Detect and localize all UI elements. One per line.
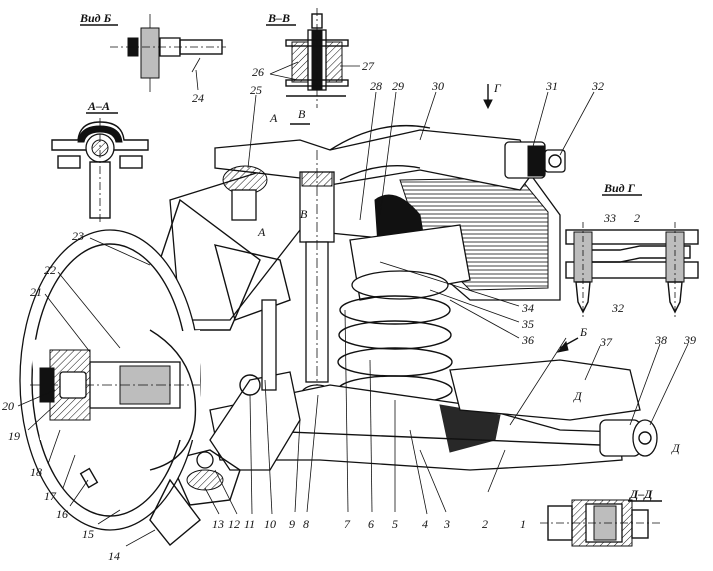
callout-18: 18 <box>30 465 42 479</box>
callout-4: 4 <box>422 517 428 531</box>
callout-37: 37 <box>599 335 613 349</box>
section-dd-detail: Д–Д <box>540 487 662 547</box>
marker-d-arrow: Д <box>671 441 681 455</box>
view-g-detail: Вид Г <box>565 181 699 318</box>
callout-19: 19 <box>8 429 20 443</box>
callout-34: 34 <box>521 301 534 315</box>
callout-17: 17 <box>44 489 57 503</box>
section-aa-title: А–А <box>87 99 110 113</box>
marker-d-small: Д <box>573 389 583 403</box>
callout-30: 30 <box>431 79 444 93</box>
section-dd-title: Д–Д <box>629 487 653 501</box>
callout-leaders <box>17 61 689 547</box>
section-markers: А В В А Г Б Д Д <box>257 81 681 455</box>
callout-27: 27 <box>362 59 375 73</box>
callout-22: 22 <box>44 263 56 277</box>
callout-11: 11 <box>244 517 255 531</box>
marker-a-top: А <box>269 111 278 125</box>
section-aa-detail: А–А <box>51 99 149 222</box>
marker-g-arrow: Г <box>493 81 502 95</box>
callout-39: 39 <box>683 333 696 347</box>
callout-25: 25 <box>250 83 262 97</box>
marker-v-mid: В <box>300 207 308 221</box>
callout-8: 8 <box>303 517 309 531</box>
callout-38: 38 <box>654 333 667 347</box>
callout-32: 32 <box>591 79 604 93</box>
callout-23: 23 <box>72 229 84 243</box>
marker-b-arrow: Б <box>579 325 587 339</box>
callout-26: 26 <box>252 65 264 79</box>
view-b-detail: Вид Б <box>79 11 226 92</box>
callout-2-view-g: 2 <box>634 211 640 225</box>
brake-disc-hub <box>19 229 201 546</box>
callout-3: 3 <box>443 517 450 531</box>
callout-2: 2 <box>482 517 488 531</box>
callout-15: 15 <box>82 527 94 541</box>
callout-32-view-g: 32 <box>611 301 624 315</box>
marker-a-mid: А <box>257 225 266 239</box>
callout-1: 1 <box>520 517 526 531</box>
callout-24: 24 <box>192 91 204 105</box>
callout-16: 16 <box>56 507 68 521</box>
section-vv-detail: В–В <box>266 8 349 108</box>
section-vv-title: В–В <box>267 11 290 25</box>
callout-10: 10 <box>264 517 276 531</box>
callout-12: 12 <box>228 517 240 531</box>
callout-33: 33 <box>603 211 616 225</box>
callout-7: 7 <box>344 517 351 531</box>
callout-13: 13 <box>212 517 224 531</box>
view-b-title: Вид Б <box>79 11 112 25</box>
main-assembly <box>19 124 658 546</box>
callout-20: 20 <box>2 399 14 413</box>
callout-29: 29 <box>392 79 404 93</box>
callout-28: 28 <box>370 79 382 93</box>
callout-6: 6 <box>368 517 374 531</box>
callout-5: 5 <box>392 517 398 531</box>
callout-21: 21 <box>30 285 42 299</box>
callout-14: 14 <box>108 549 120 563</box>
callout-31: 31 <box>545 79 558 93</box>
callout-36: 36 <box>521 333 534 347</box>
view-g-title: Вид Г <box>603 181 636 195</box>
callout-9: 9 <box>289 517 295 531</box>
callout-labels: 1 2 3 4 5 6 7 8 9 10 11 12 13 14 15 16 1… <box>2 59 696 563</box>
callout-35: 35 <box>521 317 534 331</box>
marker-v-top: В <box>298 107 306 121</box>
